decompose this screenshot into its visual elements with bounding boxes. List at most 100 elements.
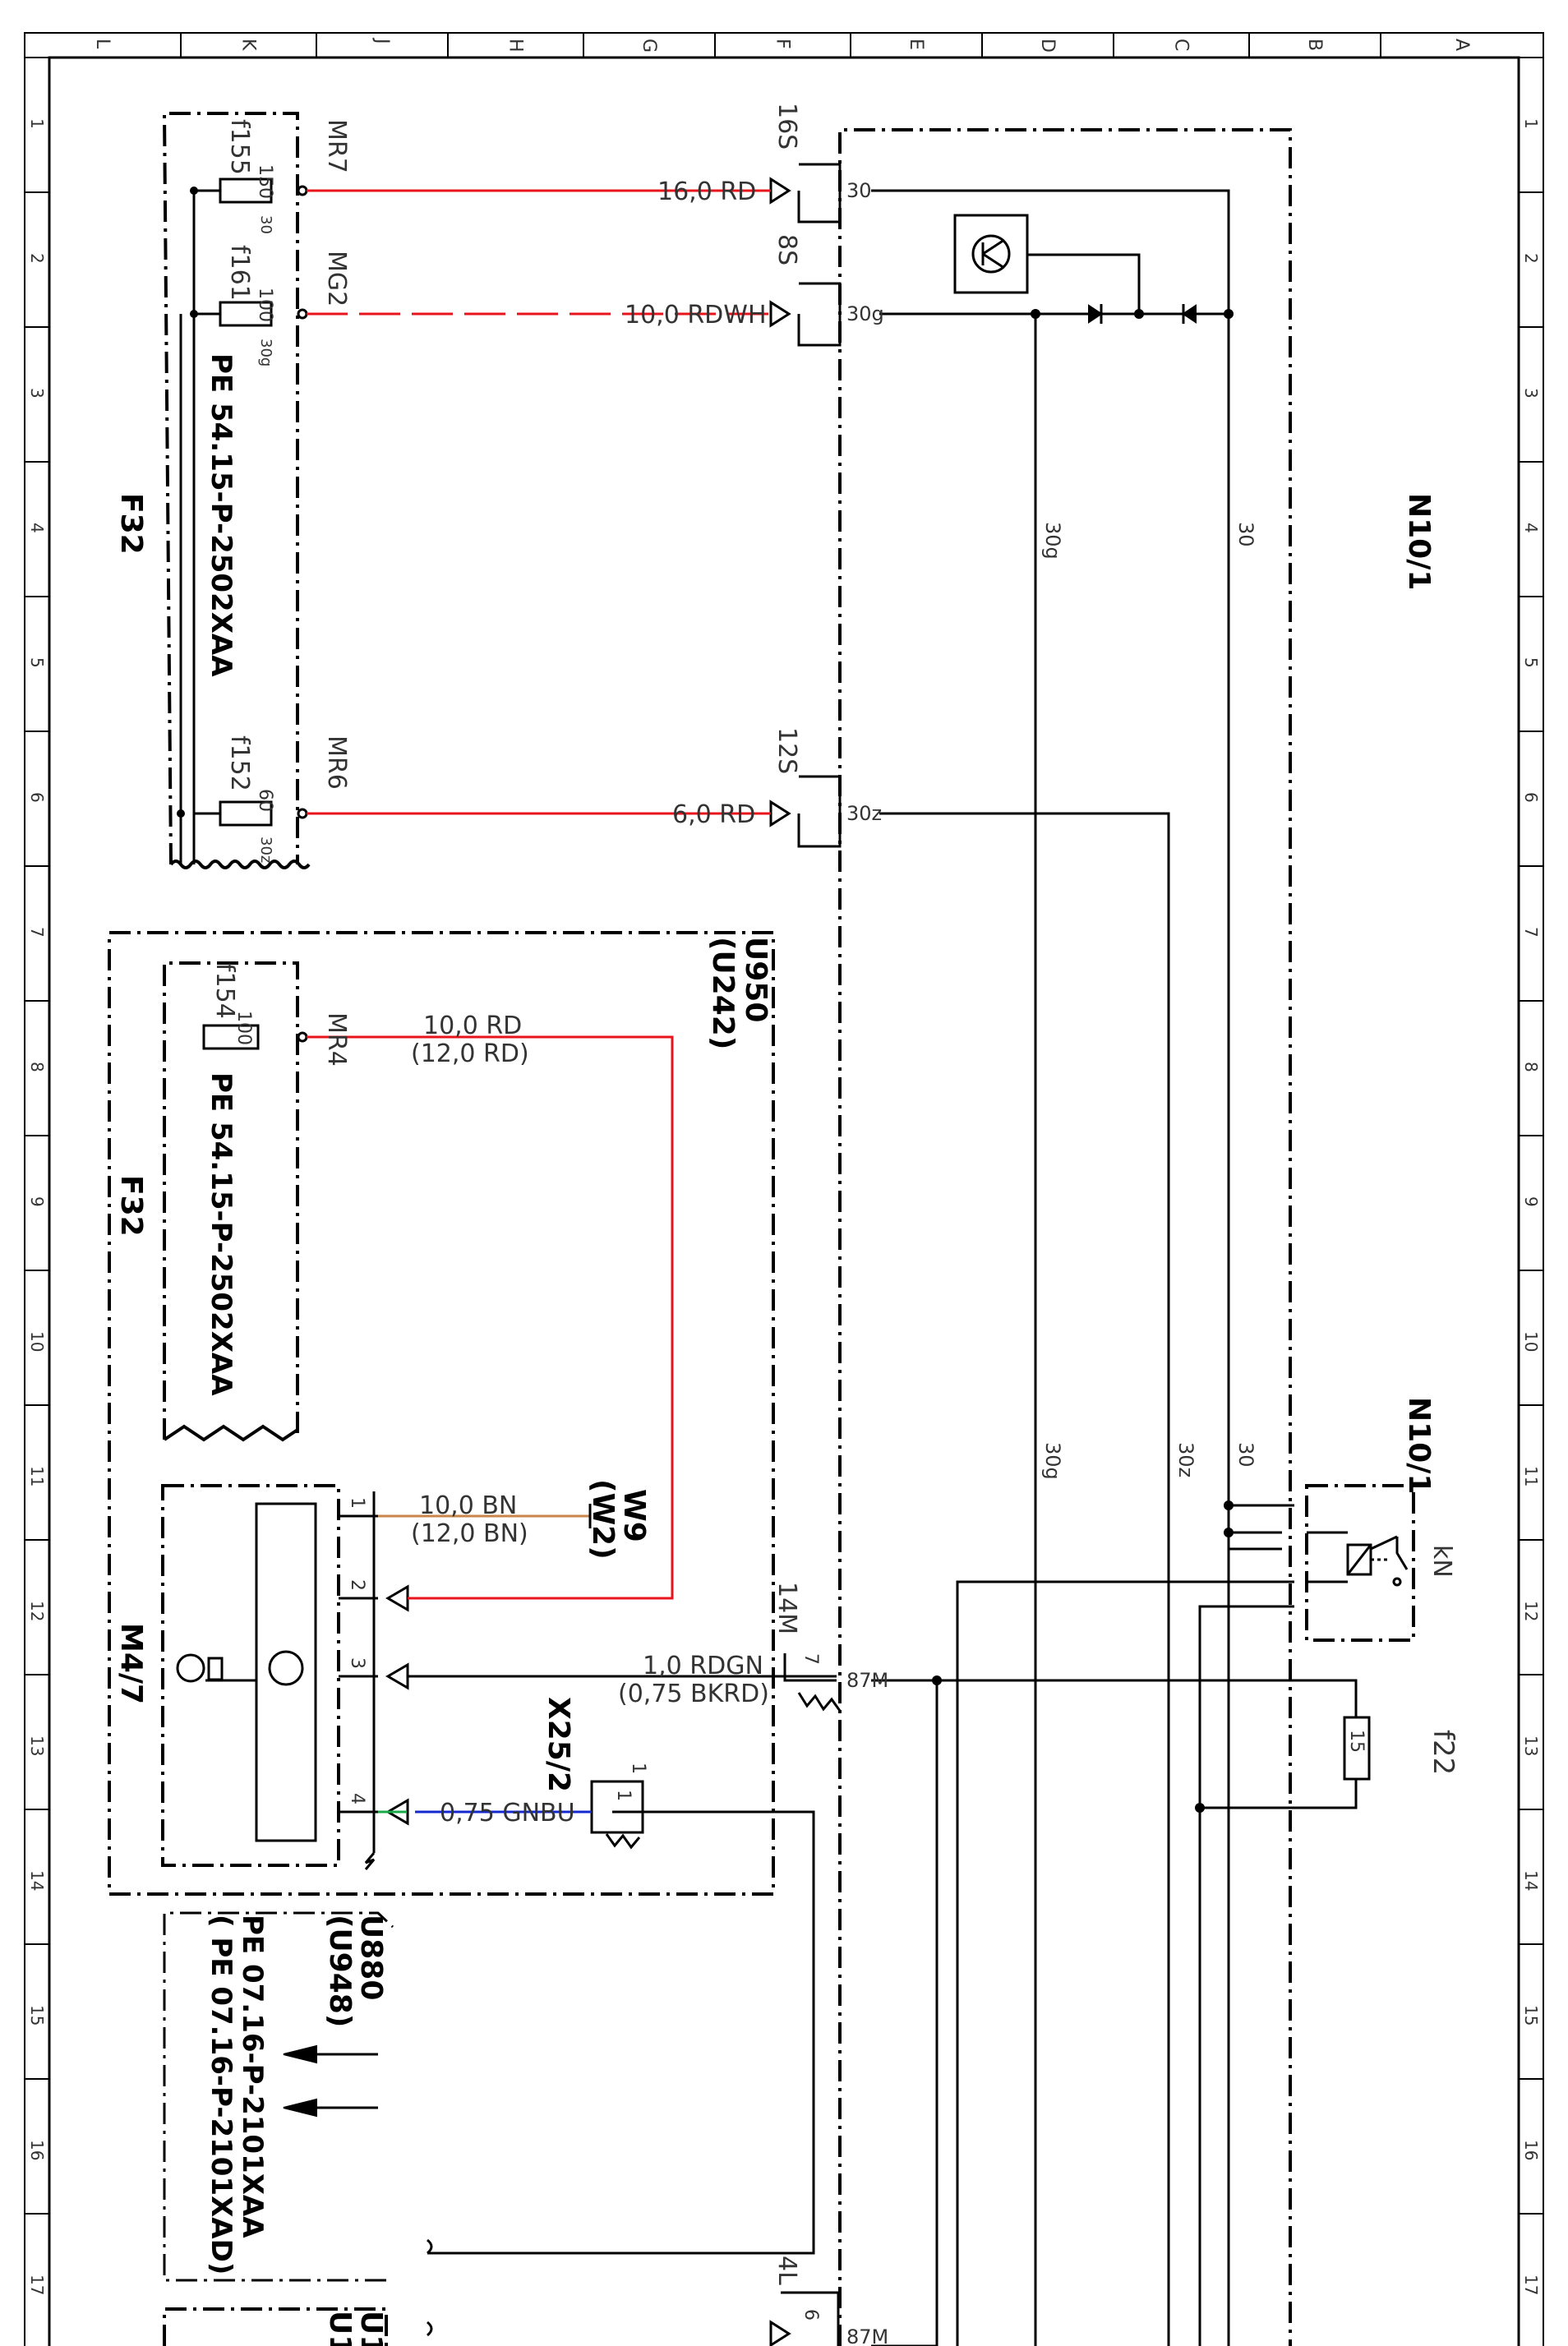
pe-references: PE 54.15-P-2502XAA PE 54.15-P-2502XAA PE… (205, 353, 269, 2275)
row-label-right-10: 10 (1521, 1331, 1541, 1352)
label-f155-rating: 150 (255, 164, 275, 199)
arrowheads (177, 177, 1234, 2346)
label-f161-rating: 100 (255, 288, 275, 322)
m4-7-pin-1: 1 (347, 1497, 367, 1509)
column-label-f: F (772, 39, 793, 49)
row-label-left-14: 14 (27, 1870, 47, 1891)
label-mg2: MG2 (322, 251, 351, 307)
label-f22-rating: 15 (1346, 1730, 1367, 1753)
relay-box (1305, 1484, 1415, 1642)
fuse-f152 (219, 800, 273, 827)
row-label-left-12: 12 (27, 1601, 47, 1621)
label-mr7: MR7 (322, 119, 351, 173)
wire-label-10-0-bn: 10,0 BN (419, 1491, 517, 1520)
row-label-right-12: 12 (1521, 1601, 1541, 1621)
row-label-left-9: 9 (27, 1196, 47, 1207)
label-f154-rating: 100 (233, 1011, 254, 1045)
drawing-frame (24, 32, 1544, 2346)
n10-1-box (838, 128, 1292, 2346)
wire-label-0-75-bkrd: (0,75 BKRD) (618, 1680, 769, 1708)
label-f32-mid: F32 (114, 1175, 148, 1237)
wire-label-6-0-rd: 6,0 RD (672, 800, 755, 829)
label-f32-top: F32 (114, 493, 148, 555)
label-u950: U950 (739, 937, 772, 1022)
dashed-enclosures (108, 112, 1415, 2346)
pe-ref-top: PE 54.15-P-2502XAA (205, 353, 238, 677)
row-label-left-13: 13 (27, 1735, 47, 1756)
row-label-left-1: 1 (27, 118, 47, 129)
connector-labels: 16S 8S 12S 14M 4L 7 6 1 1 (613, 103, 821, 2321)
row-label-left-2: 2 (27, 253, 47, 264)
u1-box (163, 2307, 388, 2346)
column-label-g: G (639, 39, 659, 53)
row-label-left-17: 17 (27, 2275, 47, 2295)
u880-box (163, 1911, 394, 2282)
connector-4l: 4L (772, 2256, 801, 2285)
connector-12s: 12S (772, 727, 801, 774)
row-label-right-8: 8 (1521, 1062, 1541, 1072)
label-w9: W9 (617, 1489, 651, 1542)
fuse-symbols (202, 177, 1371, 1781)
label-n10-1-bottom: N10/1 (1402, 1397, 1436, 1494)
bus-label-30g: 30g (1041, 522, 1064, 560)
row-label-right-9: 9 (1521, 1196, 1541, 1207)
connector-pin-7: 7 (800, 1653, 821, 1665)
row-label-left-5: 5 (27, 657, 47, 668)
relay-symbol (1307, 1531, 1409, 1587)
label-u1-a: U1 (354, 2311, 388, 2346)
row-label-right-16: 16 (1521, 2140, 1541, 2160)
label-f22: f22 (1427, 1730, 1460, 1775)
wire-label-10-0-rdwh: 10,0 RDWH (625, 301, 767, 330)
label-x25-2: X25/2 (542, 1697, 575, 1792)
row-label-right-4: 4 (1521, 523, 1541, 533)
fuse-f161 (219, 301, 273, 327)
connector-14m: 14M (772, 1582, 801, 1634)
label-m4-7: M4/7 (114, 1623, 148, 1704)
label-f161: f161 (225, 245, 254, 301)
m4-7-box (161, 1484, 340, 1867)
row-label-right-13: 13 (1521, 1735, 1541, 1756)
m4-7-pin-2: 2 (347, 1579, 367, 1591)
row-label-right-6: 6 (1521, 792, 1541, 803)
label-f161-term: 30g (257, 339, 274, 366)
wire-label-0-75-gnbu: 0,75 GNBU (440, 1799, 575, 1827)
label-f155-term: 30 (257, 215, 274, 234)
colored-wires (307, 189, 837, 1814)
bus-label-30g-b: 30g (1041, 1442, 1064, 1480)
row-label-left-11: 11 (27, 1466, 47, 1486)
label-f152-rating: 60 (255, 789, 275, 812)
row-dividers (25, 191, 1543, 2215)
pe-ref-u948: ( PE 07.16-P-2101XAD) (205, 1915, 238, 2275)
label-u880: U880 (354, 1915, 388, 2000)
f32-mid-box (163, 961, 299, 1440)
terminal-30g: 30g (846, 302, 884, 325)
wire-label-1-0-rdgn: 1,0 RDGN (643, 1652, 763, 1680)
m4-7-pin-3: 3 (347, 1657, 367, 1669)
f32-top-box (162, 112, 299, 865)
label-f152: f152 (225, 735, 254, 791)
bus-label-30: 30 (1234, 522, 1257, 547)
row-label-right-11: 11 (1521, 1466, 1541, 1486)
column-label-b: B (1304, 39, 1325, 51)
row-label-right-17: 17 (1521, 2275, 1541, 2295)
wire-label-12-0-bn: (12,0 BN) (411, 1519, 528, 1548)
column-label-d: D (1037, 39, 1058, 53)
pe-ref-u880: PE 07.16-P-2101XAA (236, 1915, 269, 2238)
label-w2: (W2) (586, 1479, 620, 1560)
row-label-right-2: 2 (1521, 253, 1541, 264)
connector-16s: 16S (772, 103, 801, 150)
column-label-j: J (371, 37, 392, 44)
wire-label-16-0-rd: 16,0 RD (657, 177, 756, 206)
transistor-icon (971, 234, 1011, 274)
column-label-a: A (1451, 39, 1472, 51)
pe-ref-mid: PE 54.15-P-2502XAA (205, 1072, 238, 1396)
column-label-h: H (505, 39, 526, 53)
label-f152-term: 30z (257, 837, 274, 863)
row-label-right-1: 1 (1521, 118, 1541, 129)
terminal-30: 30 (846, 179, 872, 202)
label-u948: (U948) (323, 1915, 357, 2027)
bus-label-30z: 30z (1174, 1442, 1197, 1477)
row-label-left-7: 7 (27, 927, 47, 938)
